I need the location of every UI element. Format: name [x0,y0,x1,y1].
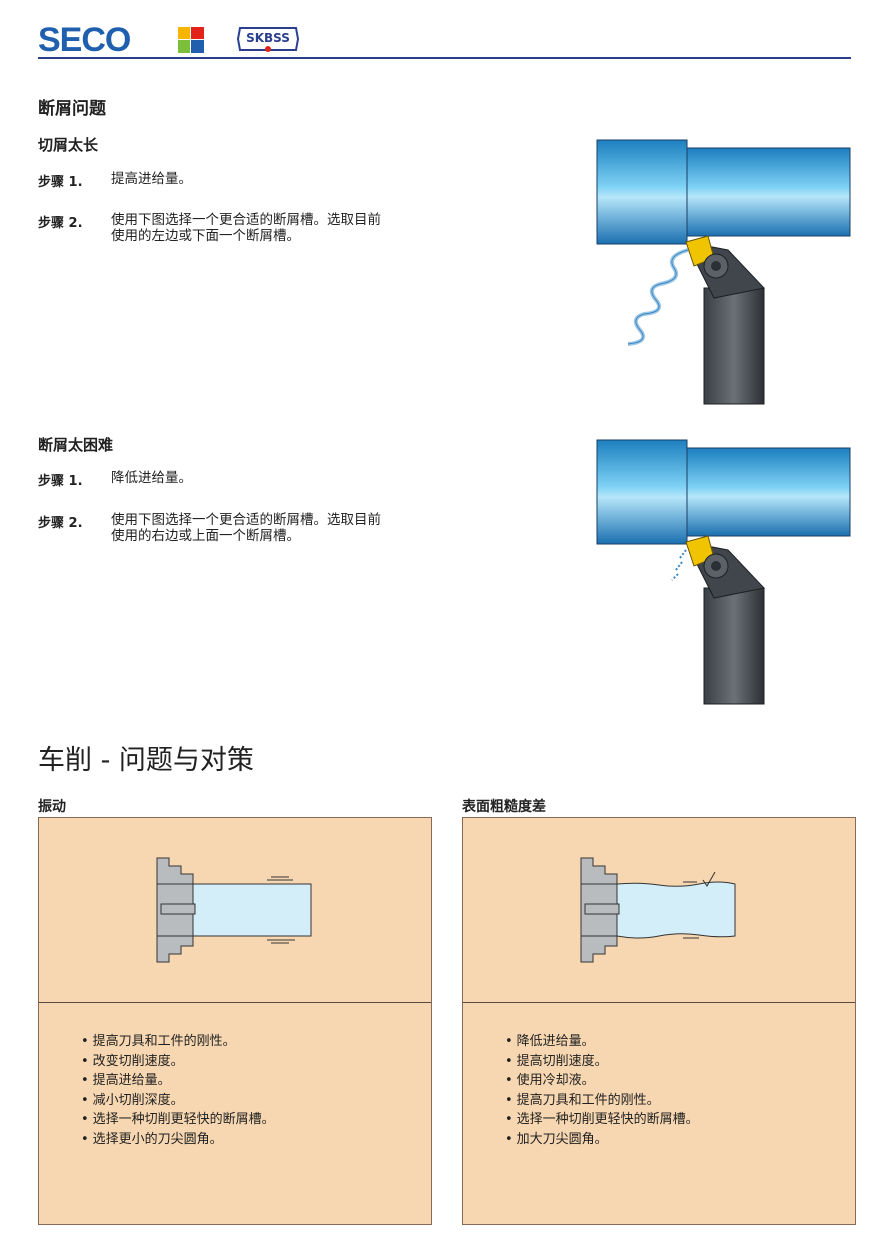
surface-label: 表面粗糙度差 [462,799,546,815]
vibration-panel: 提高刀具和工件的刚性。 改变切削速度。 提高进给量。 减小切削深度。 选择一种切… [38,817,432,1225]
skbss-label: SKBSS [246,31,290,45]
long-chip-spiral [627,248,689,346]
surface-roughness-diagram [580,857,736,963]
step-2-text: 使用下图选择一个更合适的断屑槽。选取目前 使用的左边或下面一个断屑槽。 [111,212,471,244]
surface-panel: 降低进给量。 提高切削速度。 使用冷却液。 提高刀具和工件的刚性。 选择一种切削… [462,817,856,1225]
workpiece-small-diameter [686,147,851,237]
workpiece [192,883,312,937]
step-1-label: 步骤 1. [38,175,83,190]
tool-shank [703,587,765,705]
list-item: 使用冷却液。 [505,1071,699,1091]
skbss-badge: SKBSS [236,26,300,52]
chuck-jaw-bottom [156,935,194,963]
panel-divider [463,1002,855,1003]
roughness-marks [683,881,699,939]
section-title: 断屑问题 [38,99,106,119]
header-rule [38,57,851,59]
list-item: 提高进给量。 [81,1071,275,1091]
turning-title: 车削 - 问题与对策 [38,745,254,776]
step-2-label: 步骤 2. [38,216,83,231]
subsection-too-difficult-title: 断屑太困难 [38,436,114,454]
panel-divider [39,1002,431,1003]
list-item: 减小切削深度。 [81,1091,275,1111]
vibration-remedy-list: 提高刀具和工件的刚性。 改变切削速度。 提高进给量。 减小切削深度。 选择一种切… [81,1032,275,1149]
list-item: 加大刀尖圆角。 [505,1130,699,1150]
step-text-line: 使用的右边或上面一个断屑槽。 [111,528,300,544]
roughness-symbol-icon [702,871,716,887]
step-2-text: 使用下图选择一个更合适的断屑槽。选取目前 使用的右边或上面一个断屑槽。 [111,512,471,544]
workpiece-large-diameter [596,139,688,245]
list-item: 提高切削速度。 [505,1052,699,1072]
short-chip-illustration [596,439,851,705]
seco-logo-squares-icon [178,27,204,53]
chuck-jaw-bottom [580,935,618,963]
step-1-text: 提高进给量。 [111,171,471,187]
step-text-line: 提高进给量。 [111,171,192,187]
step-1-text: 降低进给量。 [111,470,471,486]
chuck-slot [584,903,620,915]
list-item: 改变切削速度。 [81,1052,275,1072]
chuck-jaw-top [156,857,194,885]
surface-remedy-list: 降低进给量。 提高切削速度。 使用冷却液。 提高刀具和工件的刚性。 选择一种切削… [505,1032,699,1149]
vibration-marks [267,876,295,944]
list-item: 选择一种切削更轻快的断屑槽。 [505,1110,699,1130]
step-2-label: 步骤 2. [38,516,83,531]
workpiece-rough [616,881,736,939]
step-text-line: 使用的左边或下面一个断屑槽。 [111,228,300,244]
seco-logo: SECO [38,21,131,59]
list-item: 提高刀具和工件的刚性。 [81,1032,275,1052]
vibration-label: 振动 [38,799,66,815]
short-chip-fragments [671,549,687,581]
chuck-slot [160,903,196,915]
long-chip-illustration [596,139,851,405]
workpiece-large-diameter [596,439,688,545]
skbss-badge-icon [236,27,300,52]
subsection-too-long-title: 切屑太长 [38,136,99,154]
list-item: 选择更小的刀尖圆角。 [81,1130,275,1150]
step-1-label: 步骤 1. [38,474,83,489]
step-text-line: 使用下图选择一个更合适的断屑槽。选取目前 [111,212,381,228]
list-item: 提高刀具和工件的刚性。 [505,1091,699,1111]
tool-shank [703,287,765,405]
workpiece-small-diameter [686,447,851,537]
step-text-line: 使用下图选择一个更合适的断屑槽。选取目前 [111,512,381,528]
chuck-jaw-top [580,857,618,885]
list-item: 选择一种切削更轻快的断屑槽。 [81,1110,275,1130]
vibration-diagram [156,857,312,963]
step-text-line: 降低进给量。 [111,470,192,486]
list-item: 降低进给量。 [505,1032,699,1052]
